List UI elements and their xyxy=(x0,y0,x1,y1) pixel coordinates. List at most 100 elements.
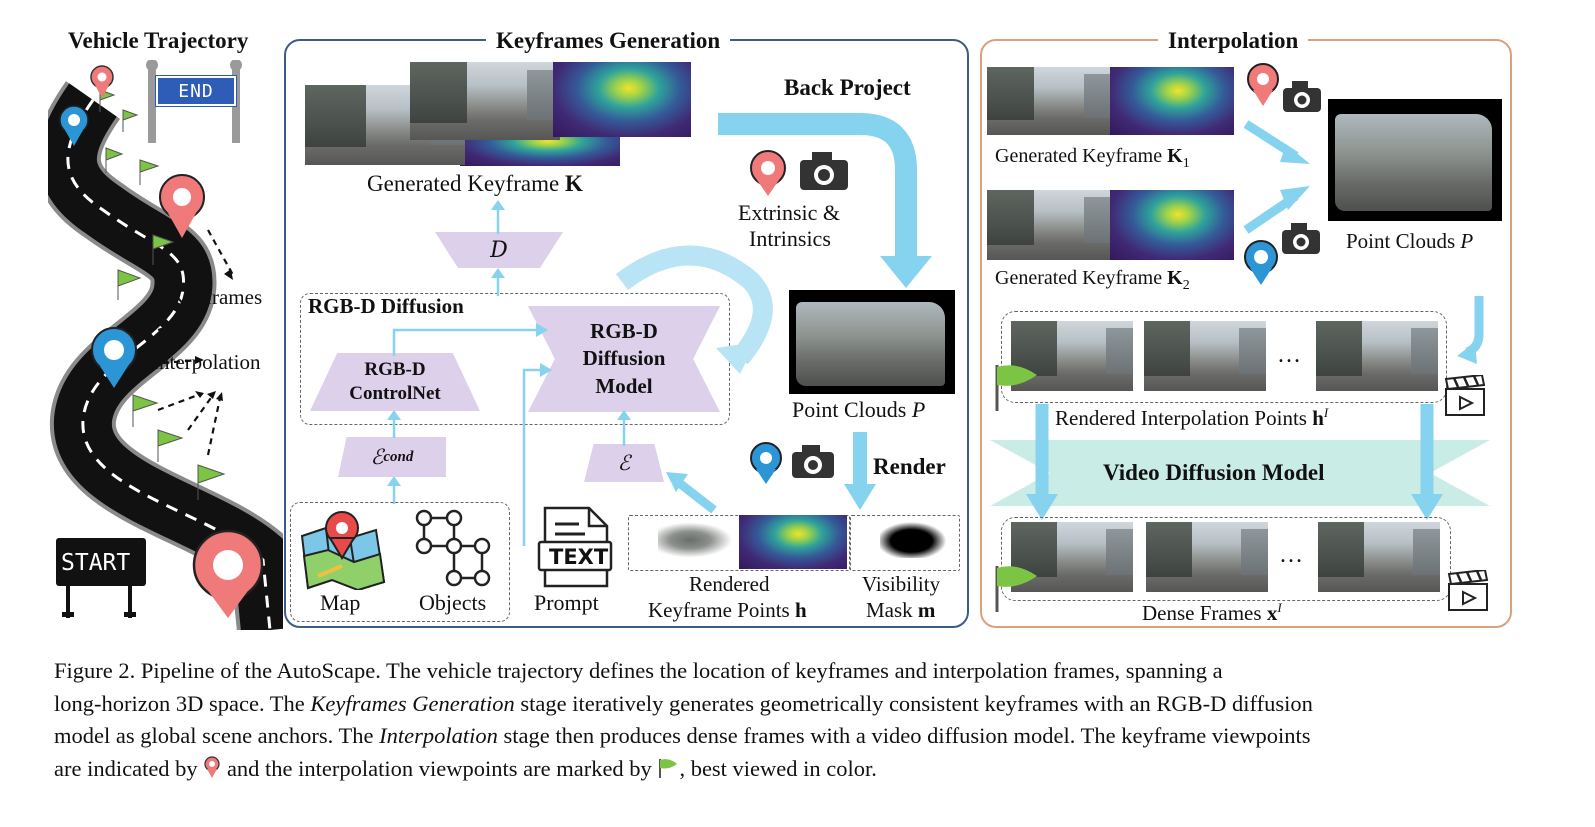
arrow-group-to-decoder xyxy=(491,268,505,296)
rendered-points-label-line2: Keyframe Points h xyxy=(648,598,807,622)
rendered-interp-label: Rendered Interpolation Points hI xyxy=(1055,405,1329,430)
keyframe-pin-icon xyxy=(750,150,786,196)
feedback-arrow xyxy=(615,245,773,374)
back-project-arrow xyxy=(718,113,932,288)
flag-icon xyxy=(132,394,159,427)
visibility-mask-label-line2: Mask m xyxy=(866,598,936,622)
point-clouds-label: Point Clouds P xyxy=(792,397,926,422)
video-diffusion-model-label: Video Diffusion Model xyxy=(1103,460,1325,485)
end-sign-text: END xyxy=(178,80,214,102)
rendered-interp-frame-2 xyxy=(1144,321,1266,391)
caption-line-1: Figure 2. Pipeline of the AutoScape. The… xyxy=(54,658,1223,683)
rendered-interp-frame-3 xyxy=(1316,321,1438,391)
rendered-interp-group xyxy=(1001,311,1447,403)
point-cloud-image xyxy=(789,290,955,394)
arrow-pointcloud-to-render xyxy=(1457,296,1484,364)
prompt-document-icon xyxy=(537,506,613,588)
interp-point-clouds-label: Point Clouds P xyxy=(1346,229,1474,253)
rgbd-diffusion-label: RGB-D Diffusion xyxy=(308,294,464,318)
video-diffusion-model-block xyxy=(990,440,1490,506)
objects-icon xyxy=(415,509,491,587)
generated-keyframe-depth xyxy=(553,62,691,137)
keyframe1-rgb xyxy=(987,67,1111,135)
interpolation-label: Interpolation xyxy=(152,350,261,374)
arrow-rendered-to-encoder xyxy=(666,472,717,514)
arrows-keyframes-to-pointcloud xyxy=(1243,120,1310,234)
rendered-points-depth xyxy=(739,515,847,569)
start-sign-text: START xyxy=(61,550,131,576)
rendered-points-rgb xyxy=(658,520,738,560)
figure-caption: Figure 2. Pipeline of the AutoScape. The… xyxy=(54,655,1514,785)
generated-keyframe-label: Generated Keyframe K xyxy=(367,171,583,196)
arrow-rendered-to-dense-left xyxy=(1026,404,1058,520)
flag-icon xyxy=(139,159,160,185)
camera-icon xyxy=(1282,223,1320,254)
keyframe-pin-icon xyxy=(159,174,205,238)
encoder-block: ℰ xyxy=(584,444,664,482)
clapperboard-icon xyxy=(1447,570,1489,611)
interpolation-panel-title: Interpolation xyxy=(1158,29,1309,52)
keyframes-label: Keyframes xyxy=(170,285,263,309)
camera-icon xyxy=(1283,81,1321,112)
arrow-prompt-to-model xyxy=(522,363,552,546)
back-project-label: Back Project xyxy=(784,75,911,100)
decoder-block: D xyxy=(435,232,563,268)
keyframe-pin-icon xyxy=(192,529,264,618)
caption-line-4: are indicated by and the interpolation v… xyxy=(54,755,877,781)
rendered-points-label-line1: Rendered xyxy=(689,572,770,596)
caption-line-3: model as global scene anchors. The Inter… xyxy=(54,723,1311,749)
camera-icon xyxy=(800,152,848,190)
gate-post-left xyxy=(148,65,156,143)
render-label: Render xyxy=(873,454,946,479)
dense-frames-ellipsis: … xyxy=(1279,542,1303,568)
visibility-mask-box xyxy=(850,515,960,571)
flag-icon xyxy=(117,269,142,300)
flag-icon xyxy=(995,566,1037,612)
generated-keyframe-rgb xyxy=(410,62,560,140)
keyframe-pin-icon xyxy=(90,65,114,98)
flag-icon xyxy=(157,429,184,462)
interp-pin-icon xyxy=(59,105,89,146)
keyframe2-depth xyxy=(1110,190,1234,260)
dense-frames-label: Dense Frames xI xyxy=(1142,600,1282,625)
arrow-econd-to-controlnet xyxy=(387,410,401,438)
arrow-controlnet-to-model xyxy=(392,323,548,356)
flag-icon xyxy=(122,109,139,132)
camera-icon xyxy=(792,445,834,478)
visibility-mask-image xyxy=(880,520,950,558)
arrow-decoder-to-keyframe xyxy=(491,200,505,234)
caption-line-2: long-horizon 3D space. The Keyframes Gen… xyxy=(54,690,1313,716)
keyframe1-depth xyxy=(1110,67,1234,135)
map-icon xyxy=(300,511,386,590)
interp-pin-icon xyxy=(91,327,137,388)
map-label: Map xyxy=(320,590,361,615)
conditions-group xyxy=(290,502,510,622)
interp-pin-icon xyxy=(750,442,782,484)
extrinsics-label-line1: Extrinsic & xyxy=(738,200,841,225)
objects-label: Objects xyxy=(419,590,487,615)
keyframe2-rgb xyxy=(987,190,1111,260)
rendered-interp-ellipsis: … xyxy=(1277,342,1301,368)
dense-frames-group xyxy=(1001,517,1451,601)
keyframe-pin-icon xyxy=(1247,63,1279,106)
dense-frame-2 xyxy=(1146,522,1268,592)
interp-pin-icon xyxy=(1244,240,1278,285)
clapperboard-icon xyxy=(1444,375,1486,416)
prompt-label: Prompt xyxy=(534,590,599,615)
arrow-encoder-to-model xyxy=(617,410,631,446)
prompt-doc-text: TEXT xyxy=(549,545,609,569)
flag-icon xyxy=(197,464,226,500)
keyframes-panel-title: Keyframes Generation xyxy=(486,29,731,52)
arrow-rendered-to-dense-right xyxy=(1411,404,1443,520)
flag-icon xyxy=(152,234,175,265)
gate-post-right xyxy=(232,65,240,143)
keyframe1-label: Generated Keyframe K1 xyxy=(995,145,1190,171)
render-arrow xyxy=(844,432,876,510)
end-sign: END xyxy=(155,75,237,107)
flag-icon xyxy=(105,147,124,173)
visibility-mask-label-line1: Visibility xyxy=(862,572,941,596)
interp-point-cloud-image xyxy=(1328,99,1502,221)
